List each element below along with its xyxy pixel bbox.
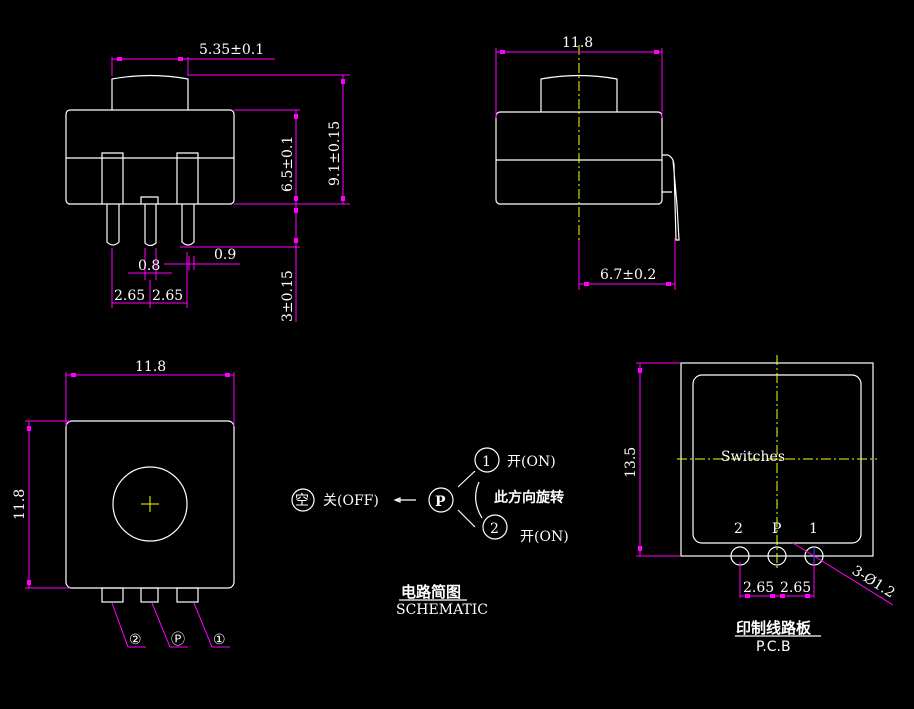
actuator-cap: [111, 74, 189, 110]
side-view: 11.8 6.7±0.2: [495, 35, 680, 290]
switch-body: [65, 109, 235, 205]
rotation-note: 此方向旋转: [494, 489, 564, 506]
pcb-pin-label-2: 2: [734, 521, 743, 537]
pcb-title-en: P.C.B: [756, 639, 791, 655]
dimension-lines: [111, 57, 350, 322]
pcb-hole-p: [767, 546, 787, 566]
bent-lead: [662, 154, 680, 241]
common-label: P: [435, 494, 446, 510]
dim-pin-length: 3±0.15: [280, 270, 296, 322]
actuator-knob: [112, 466, 188, 542]
dim-body-height: 6.5±0.1: [280, 136, 296, 192]
center-cross: [141, 496, 159, 512]
dim-pin-width-wide: 0.9: [214, 247, 236, 263]
pos2-label: 2: [490, 521, 499, 537]
dim-height: 11.8: [12, 489, 28, 520]
dim-total-height: 9.1±0.15: [327, 121, 343, 186]
schematic: 空 关(OFF) P 1 开(ON) 2 开(ON) 此方向旋转 电路简图 SC…: [291, 447, 569, 618]
pos1-label: 1: [482, 454, 491, 470]
component-label: Switches: [721, 449, 785, 465]
off-label: 关(OFF): [323, 493, 379, 509]
dim-pitch-left: 2.65: [114, 288, 145, 304]
top-view: 11.8 11.8 ② Ⓟ ①: [12, 359, 235, 648]
terminal-2: [101, 587, 124, 603]
schematic-title-en: SCHEMATIC: [396, 602, 488, 618]
pin-label-p: Ⓟ: [171, 632, 185, 648]
pin-2: [101, 152, 124, 246]
dim-pin-width-narrow: 0.8: [138, 258, 160, 274]
common-terminal: [428, 487, 454, 513]
pcb-pin-label-p: P: [772, 521, 781, 537]
pcb-dim-height: 13.5: [623, 447, 639, 478]
pin-label-2: ②: [129, 632, 142, 648]
pos1-state: 开(ON): [507, 454, 556, 470]
terminal-p: [140, 587, 159, 603]
pin-label-1: ①: [213, 632, 226, 648]
off-arrow: [393, 497, 416, 503]
pos2-terminal: [482, 514, 508, 540]
terminal-1: [176, 587, 199, 603]
front-view: 5.35±0.1 6.5±0.1 9.1±0.15 3±0.15 0.9 0.8…: [65, 42, 350, 322]
dim-width: 11.8: [135, 359, 166, 375]
pcb-pin-label-1: 1: [809, 521, 818, 537]
schematic-title-cn: 电路简图: [401, 583, 461, 601]
pcb-dim-pitch-left: 2.65: [743, 580, 774, 596]
empty-label: 空: [295, 493, 309, 509]
dim-pitch-right: 2.65: [152, 288, 183, 304]
pos1-terminal: [474, 447, 500, 473]
pcb-dim-pitch-right: 2.65: [780, 580, 811, 596]
pin-p: [140, 196, 159, 247]
empty-terminal: [291, 488, 315, 512]
pcb-title-cn: 印制线路板: [736, 619, 812, 637]
pos2-state: 开(ON): [520, 529, 569, 545]
dim-width: 11.8: [562, 35, 593, 51]
switch-arrows: [457, 470, 483, 528]
pcb-view: Switches 2 P 1 13.5 2.65 2.65 3-Ø1.2 印制线…: [623, 355, 898, 655]
dim-lead-offset: 6.7±0.2: [600, 267, 656, 283]
actuator-cap: [540, 74, 618, 112]
pin-1: [176, 152, 199, 246]
dim-cap-width: 5.35±0.1: [199, 42, 264, 58]
